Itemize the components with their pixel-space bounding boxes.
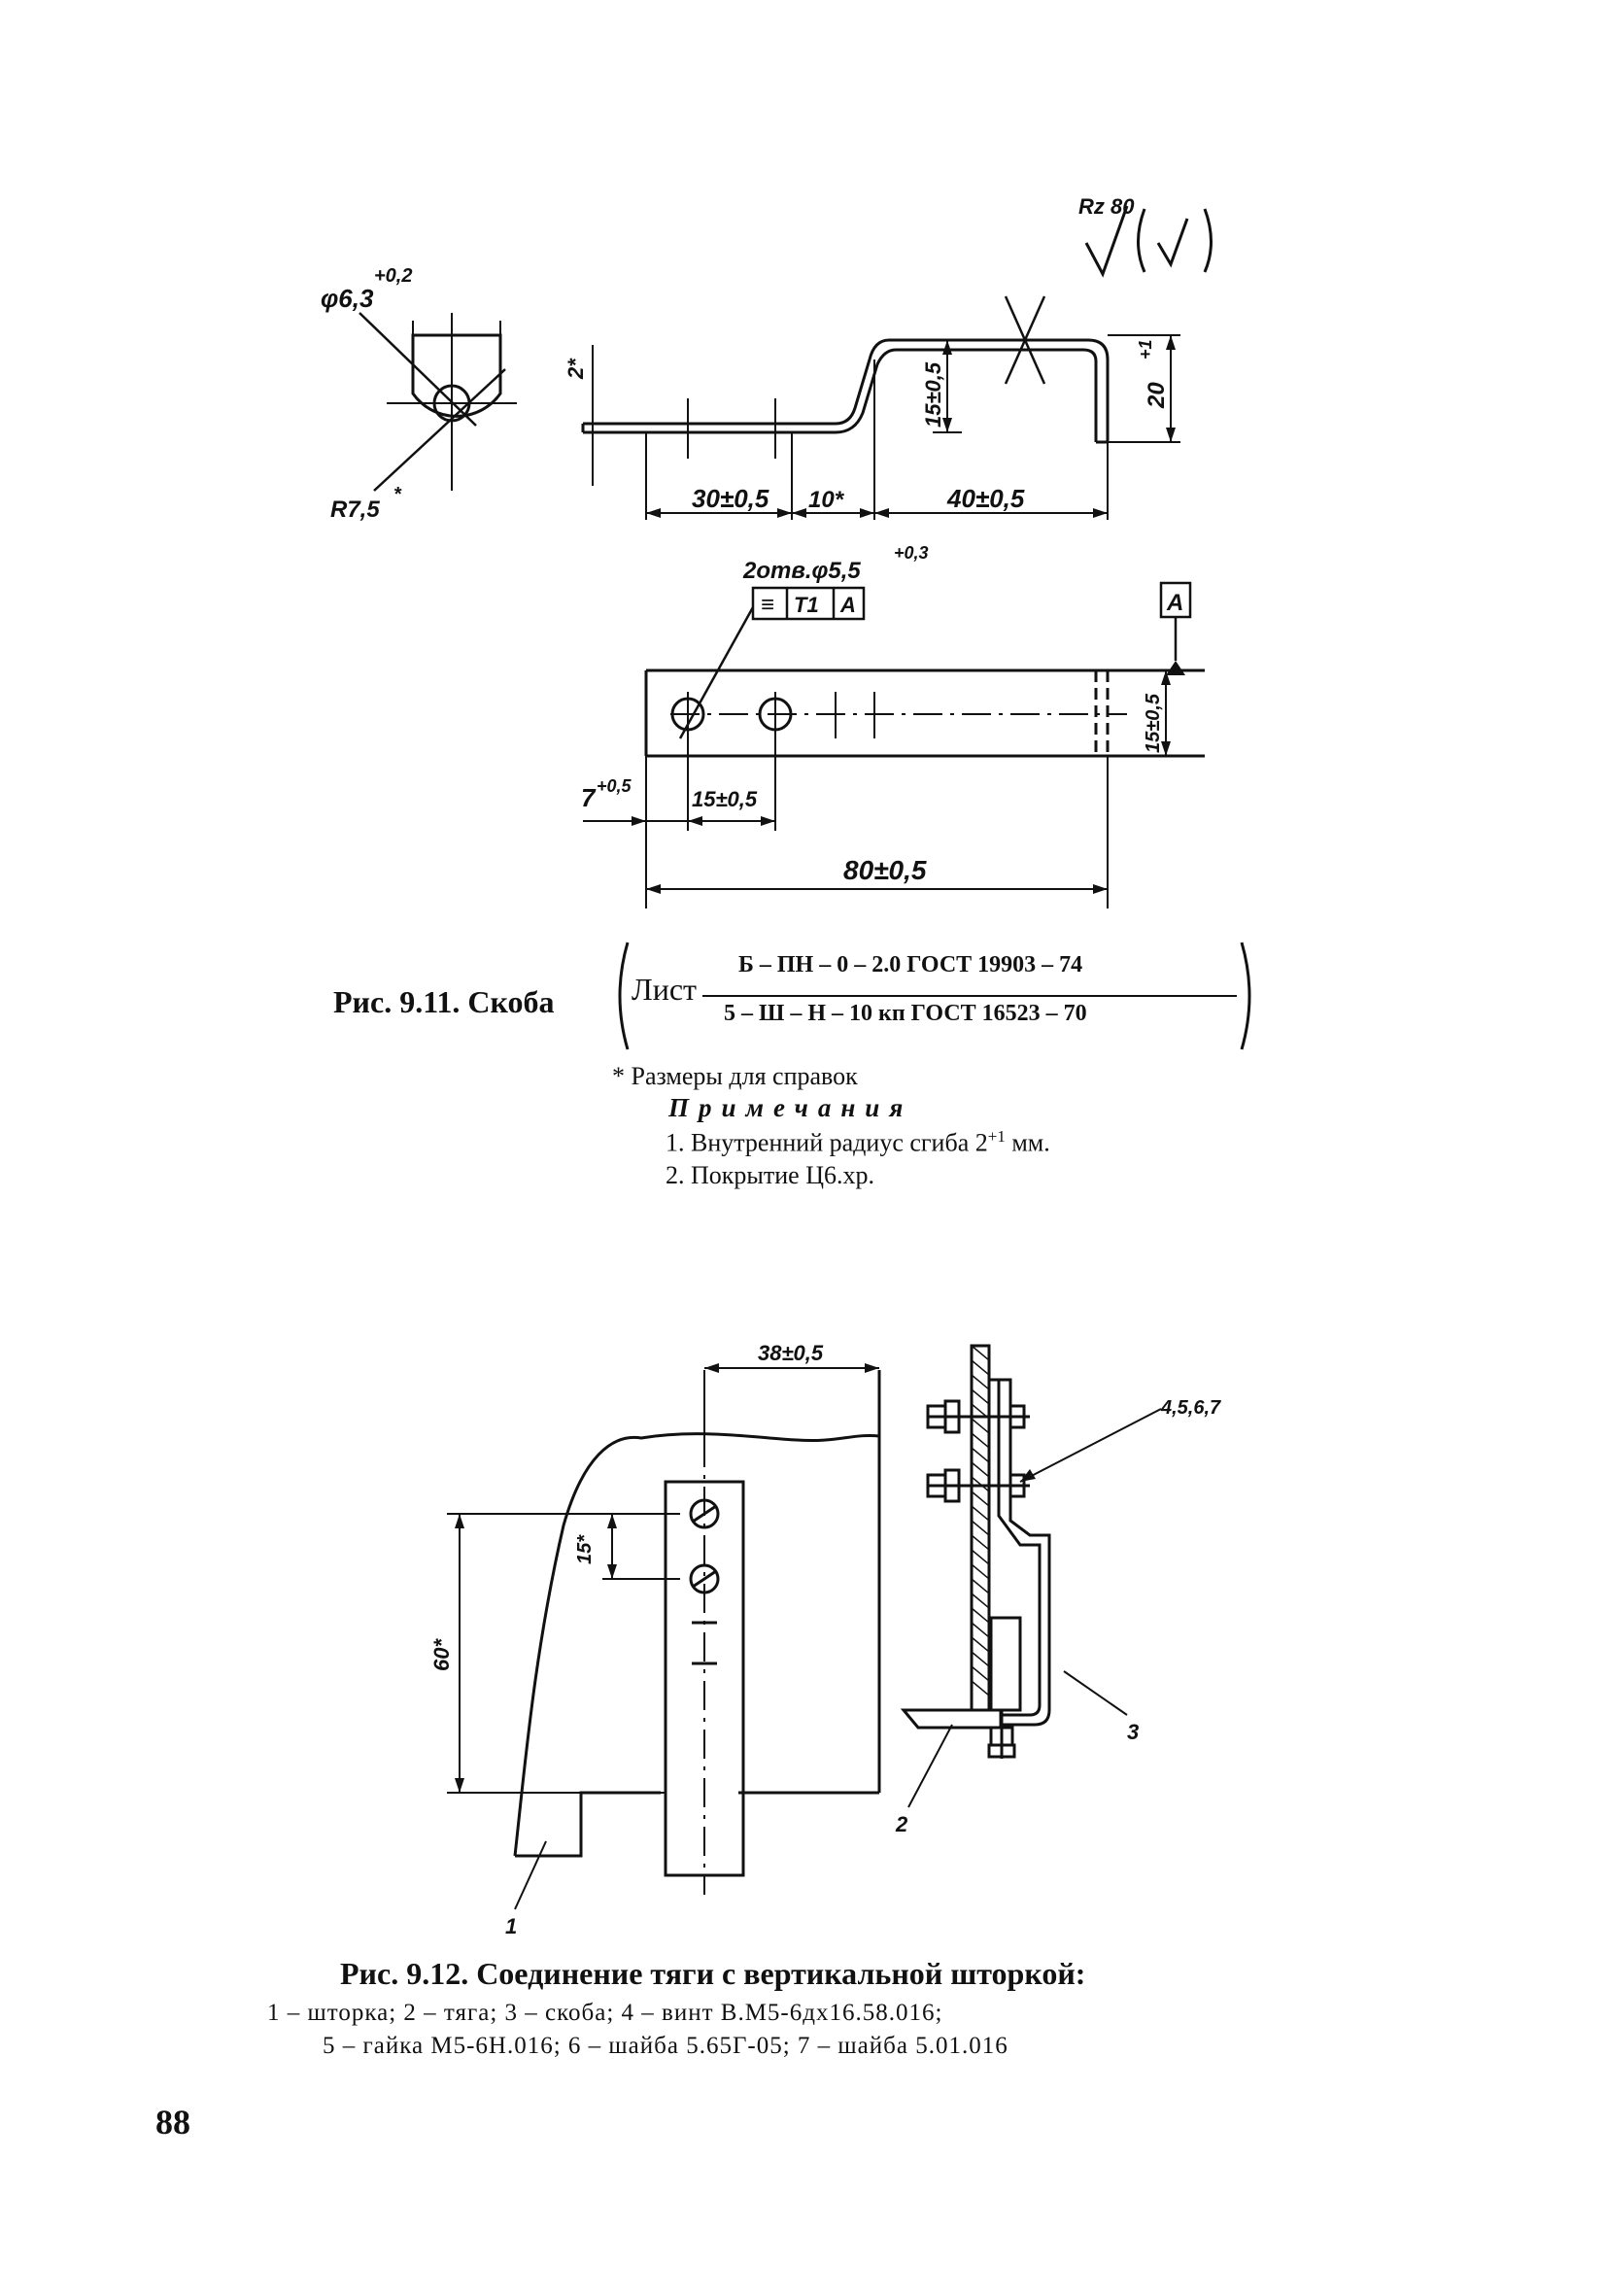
- callout-1: 1: [505, 1914, 517, 1938]
- callout-4567: 4,5,6,7: [1160, 1397, 1221, 1419]
- page-number: 88: [155, 2103, 190, 2142]
- figure-9-11-drawing: φ6,3 +0,2 R7,5 * 2* 30±0,5 10* 40±0,5 15…: [321, 194, 1213, 523]
- dim-holes-tol: +0,3: [894, 543, 929, 563]
- note-item-2: 2. Покрытие Ц6.хр.: [666, 1161, 874, 1189]
- notes-title: Примечания: [668, 1093, 913, 1122]
- dim-20-v-tol: +1: [1136, 339, 1155, 360]
- figure-9-11-plan-view: 2отв.φ5,5 +0,3 ≡ T1 A A 15±0,5 7 +0,5 15…: [581, 543, 1205, 908]
- dim-hole-dia: φ6,3: [321, 284, 374, 313]
- fig911-material-word: Лист: [632, 972, 698, 1007]
- dim-30: 30±0,5: [692, 484, 769, 513]
- dim-hole-dia-tol: +0,2: [374, 265, 412, 287]
- dim-15-pitch: 15*: [574, 1534, 596, 1564]
- frame-cell-3: A: [839, 593, 856, 617]
- fig911-caption-brackets: [618, 942, 1251, 1050]
- dim-step-h: 2*: [564, 358, 588, 380]
- dim-80: 80±0,5: [843, 855, 927, 885]
- dim-38: 38±0,5: [758, 1341, 824, 1365]
- fig911-numerator: Б – ПН – 0 – 2.0 ГОСТ 19903 – 74: [738, 952, 1083, 977]
- dim-7-tol: +0,5: [597, 776, 632, 796]
- frame-cell-2: T1: [794, 593, 819, 617]
- fig912-legend-line-1: 1 – шторка; 2 – тяга; 3 – скоба; 4 – вин…: [267, 2000, 943, 2026]
- dim-holes: 2отв.φ5,5: [742, 558, 861, 584]
- dim-radius: R7,5: [330, 497, 380, 523]
- dim-radius-mark: *: [393, 484, 402, 505]
- fig911-denominator: 5 – Ш – Н – 10 кп ГОСТ 16523 – 70: [724, 1001, 1087, 1026]
- dim-15-c: 15±0,5: [692, 787, 758, 811]
- callout-3: 3: [1127, 1720, 1139, 1744]
- datum-label: A: [1166, 590, 1183, 616]
- note-item-1: 1. Внутренний радиус сгиба 2+1 мм.: [666, 1127, 1050, 1157]
- dim-15-v: 15±0,5: [921, 361, 945, 428]
- dim-7: 7: [581, 783, 597, 812]
- dim-40: 40±0,5: [946, 484, 1025, 513]
- dim-15-b: 15±0,5: [1143, 693, 1164, 753]
- dim-60: 60*: [429, 1638, 454, 1671]
- fig911-caption-label: Рис. 9.11. Скоба: [333, 984, 555, 1019]
- callout-2: 2: [895, 1812, 908, 1836]
- dim-20-v: 20: [1144, 382, 1170, 409]
- figure-9-12-drawing: 38±0,5 15* 60* 4,5,6,7 1 2 3: [429, 1341, 1221, 1938]
- dim-10: 10*: [808, 487, 845, 513]
- roughness-symbol: Rz 80: [1078, 194, 1135, 219]
- reference-note: * Размеры для справок: [612, 1062, 858, 1090]
- fig912-caption-title: Рис. 9.12. Соединение тяги с вертикально…: [340, 1956, 1086, 1991]
- fig912-legend-line-2: 5 – гайка М5-6Н.016; 6 – шайба 5.65Г-05;…: [323, 2033, 1008, 2059]
- frame-cell-1: ≡: [761, 592, 774, 618]
